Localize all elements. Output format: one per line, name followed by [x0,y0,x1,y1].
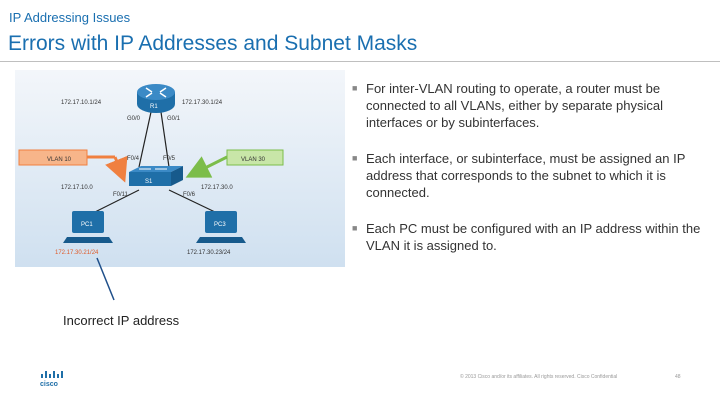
switch-port-f011: F0/11 [113,192,129,198]
router-port-right: G0/1 [167,116,181,122]
pc3-ip: 172.17.30.23/24 [187,250,231,256]
copyright-text: © 2013 Cisco and/or its affiliates. All … [460,374,618,380]
vlan30-label: VLAN 30 [241,157,266,163]
switch-name: S1 [145,179,153,185]
cisco-logo-text: cisco [40,381,58,388]
network-diagram: R1 172.17.10.1/24 172.17.30.1/24 G0/0 G0… [15,70,345,267]
bullet-item: ■ For inter-VLAN routing to operate, a r… [352,80,702,131]
pc1-icon [63,211,113,243]
subnet-left: 172.17.10.0 [61,185,93,191]
switch-port-f04: F0/4 [127,156,140,162]
bullet-item: ■ Each PC must be configured with an IP … [352,220,702,254]
pc1-ip: 172.17.30.21/24 [55,250,99,256]
section-title: IP Addressing Issues [9,10,131,25]
bullet-item: ■ Each interface, or subinterface, must … [352,150,702,201]
page-title: Errors with IP Addresses and Subnet Mask… [8,32,418,55]
bullet-marker-icon: ■ [352,223,358,233]
router-ip-left: 172.17.10.1/24 [61,100,102,106]
router-icon [137,84,175,113]
callout-text: Incorrect IP address [63,313,180,328]
page-number: 48 [675,374,681,380]
pc3-icon [196,211,246,243]
switch-port-f05: F0/5 [163,156,176,162]
vlan30-arrow [185,155,228,178]
router-name: R1 [150,104,158,110]
bullet-text: Each PC must be configured with an IP ad… [366,221,701,253]
vlan10-arrow [105,155,128,183]
router-port-left: G0/0 [127,116,141,122]
pc3-name: PC3 [214,222,226,228]
router-ip-right: 172.17.30.1/24 [182,100,223,106]
bullet-text: For inter-VLAN routing to operate, a rou… [366,81,664,130]
network-links [94,111,216,213]
bullet-text: Each interface, or subinterface, must be… [366,151,686,200]
vlan10-label: VLAN 10 [47,157,72,163]
switch-icon [129,166,183,186]
bullet-marker-icon: ■ [352,153,358,163]
switch-port-f06: F0/6 [183,192,196,198]
bullet-list: ■ For inter-VLAN routing to operate, a r… [352,80,702,273]
bullet-marker-icon: ■ [352,83,358,93]
cisco-logo-icon: cisco [40,371,63,388]
title-divider [0,61,720,62]
subnet-right: 172.17.30.0 [201,185,233,191]
pc1-name: PC1 [81,222,93,228]
